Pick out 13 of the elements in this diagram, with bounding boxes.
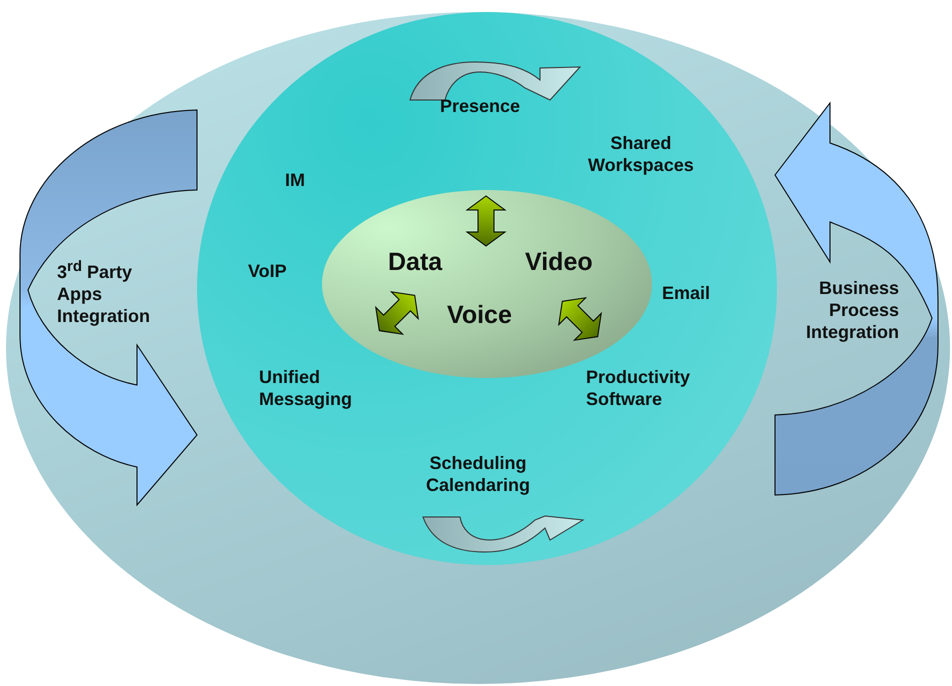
segment-label: Presence [440, 95, 520, 117]
segment-label: IM [285, 169, 305, 191]
core-label: Video [525, 248, 593, 277]
segment-label: VoIP [248, 260, 287, 282]
core-label: Data [388, 248, 442, 277]
core-label: Voice [447, 301, 512, 330]
segment-label: 3$^{rd}$ Party Apps Integration [57, 257, 150, 327]
segment-label: Email [662, 282, 710, 304]
segment-label: Productivity Software [586, 366, 690, 410]
segment-label: Shared Workspaces [588, 132, 694, 176]
segment-label: Business Process Integration [806, 277, 899, 343]
segment-label: Scheduling Calendaring [426, 452, 530, 496]
segment-label: Unified Messaging [259, 366, 352, 410]
